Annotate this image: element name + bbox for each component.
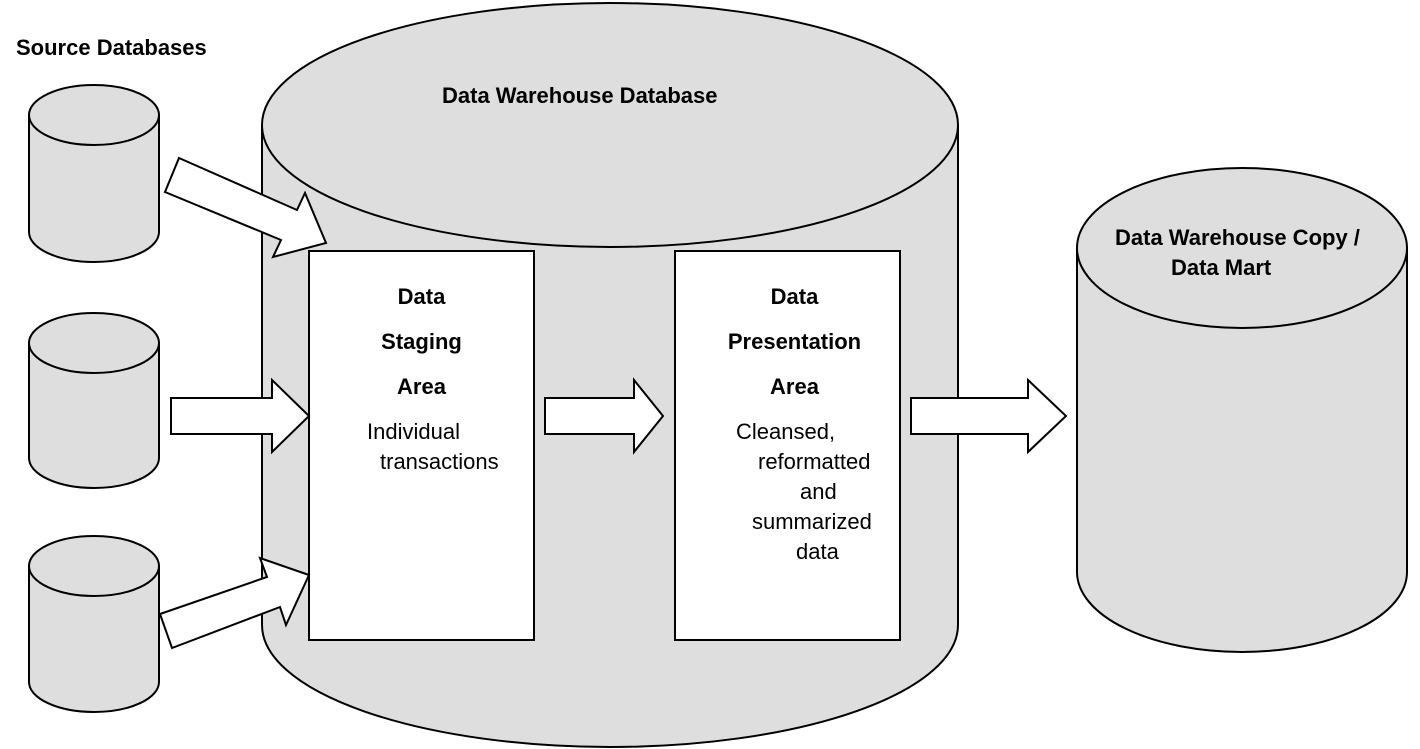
staging-desc-line: Individual (367, 419, 460, 444)
arrow-staging-to-presentation (544, 377, 665, 455)
data-mart-cylinder (1076, 167, 1408, 653)
source-db-2 (28, 312, 160, 489)
presentation-desc-line: summarized (752, 509, 872, 534)
staging-area-box (308, 250, 535, 641)
staging-title-line: Data (397, 284, 446, 309)
staging-area-title: Data Staging Area (309, 284, 534, 419)
presentation-area-title: Data Presentation Area (682, 284, 907, 419)
arrow-source2-to-staging (170, 377, 311, 455)
presentation-title-line: Data (770, 284, 819, 309)
arrow-source3-to-staging (158, 556, 311, 650)
arrow-source1-to-staging (163, 156, 328, 259)
presentation-area-box (674, 250, 901, 641)
presentation-title-line: Presentation (727, 329, 862, 354)
staging-desc-line: transactions (380, 449, 499, 474)
presentation-desc-line: reformatted (758, 449, 871, 474)
presentation-desc-line: and (800, 479, 837, 504)
source-db-1 (28, 84, 160, 263)
source-db-3 (28, 535, 160, 713)
staging-title-line: Staging (381, 329, 462, 354)
data-mart-label-line1: Data Warehouse Copy / (1115, 225, 1360, 250)
arrow-presentation-to-datamart (910, 377, 1068, 455)
data-mart-label-line2: Data Mart (1171, 255, 1272, 280)
source-databases-label: Source Databases (16, 35, 207, 60)
presentation-desc-line: data (796, 539, 839, 564)
staging-title-line: Area (397, 374, 446, 399)
presentation-title-line: Area (770, 374, 819, 399)
warehouse-db-label: Data Warehouse Database (442, 83, 718, 108)
presentation-desc-line: Cleansed, (736, 419, 836, 444)
